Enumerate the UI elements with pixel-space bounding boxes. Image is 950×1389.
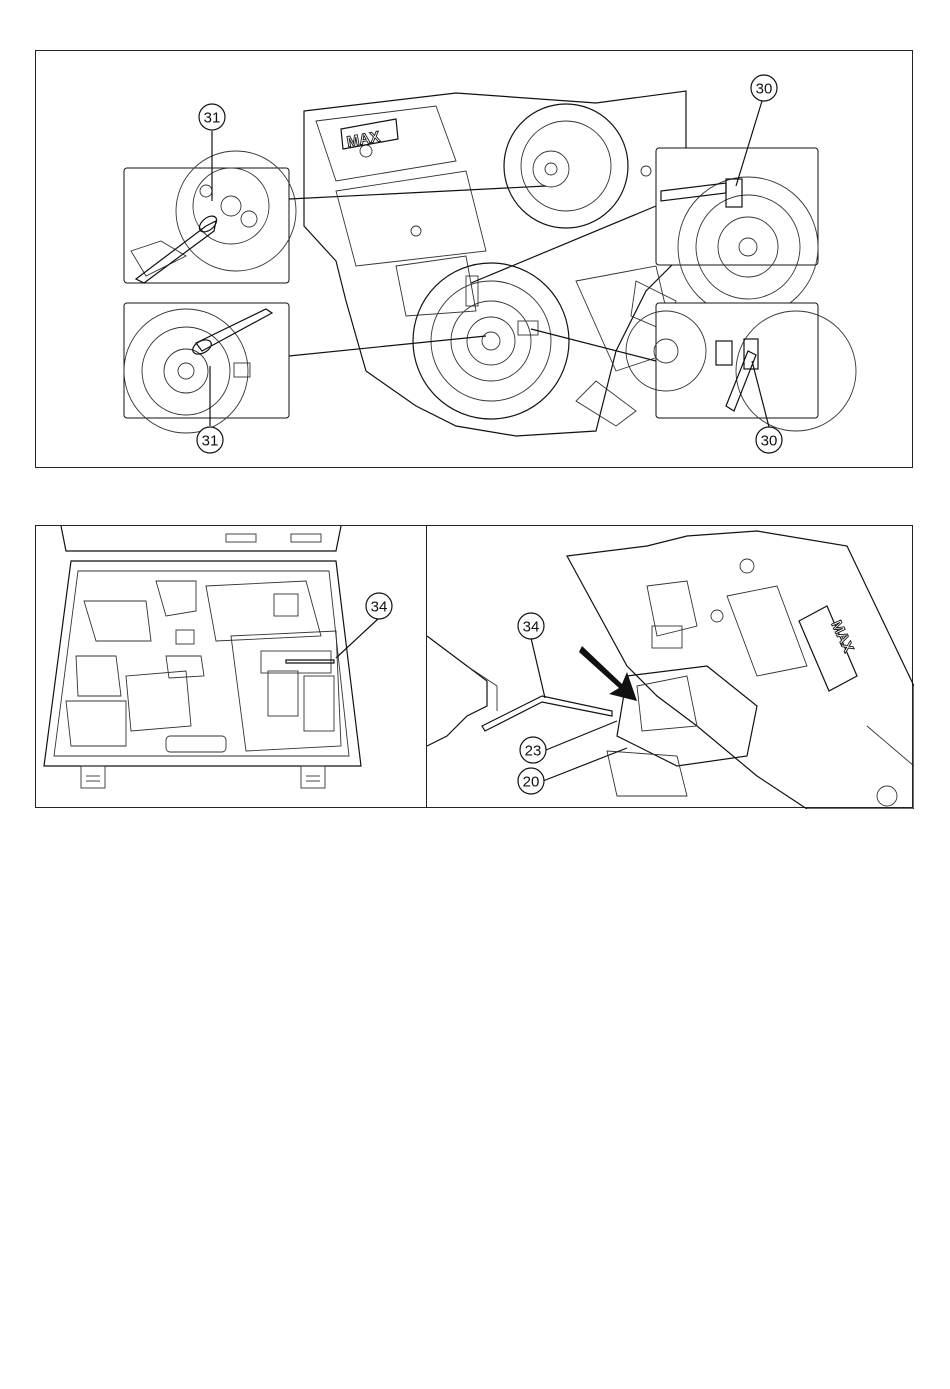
leader-34-tool [531, 638, 545, 698]
case-drawing [44, 526, 361, 788]
callout-30-lower: 30 [756, 427, 782, 453]
inset-lower-right [626, 303, 856, 431]
callout-20: 20 [518, 768, 544, 794]
svg-text:30: 30 [756, 81, 773, 98]
callout-34-tool: 34 [518, 613, 544, 639]
callout-23: 23 [520, 737, 546, 763]
tool-drawing [427, 531, 914, 809]
svg-text:MAX: MAX [827, 618, 856, 655]
svg-text:34: 34 [371, 599, 388, 616]
figure-top-illustration: MAX [36, 51, 914, 469]
callout-31-upper: 31 [199, 104, 225, 130]
svg-text:31: 31 [204, 110, 221, 127]
figure-hex-key-adjustment: MAX 34 23 20 [426, 525, 913, 808]
arrow-icon [579, 646, 637, 701]
figure-brake-spring-detail: MAX [35, 50, 913, 468]
callout-34-case: 34 [366, 593, 392, 619]
leader-20 [543, 748, 627, 781]
leader-34-case [336, 618, 379, 658]
figure-tool-illustration: MAX 34 23 20 [427, 526, 914, 809]
svg-text:23: 23 [525, 743, 542, 760]
svg-text:20: 20 [523, 774, 540, 791]
svg-text:MAX: MAX [345, 128, 381, 151]
svg-text:31: 31 [202, 433, 219, 450]
figure-carrying-case: 34 [35, 525, 427, 808]
max-logo: MAX [341, 119, 398, 151]
callout-31-lower: 31 [197, 427, 223, 453]
leader-23 [546, 721, 617, 750]
figure-case-illustration: 34 [36, 526, 428, 809]
callout-30-upper: 30 [751, 75, 777, 101]
inset-lower-left [124, 303, 289, 433]
inset-upper-left [124, 151, 296, 283]
svg-text:34: 34 [523, 619, 540, 636]
svg-text:30: 30 [761, 433, 778, 450]
max-logo-tool: MAX [799, 606, 857, 691]
inset-upper-right [656, 148, 818, 317]
